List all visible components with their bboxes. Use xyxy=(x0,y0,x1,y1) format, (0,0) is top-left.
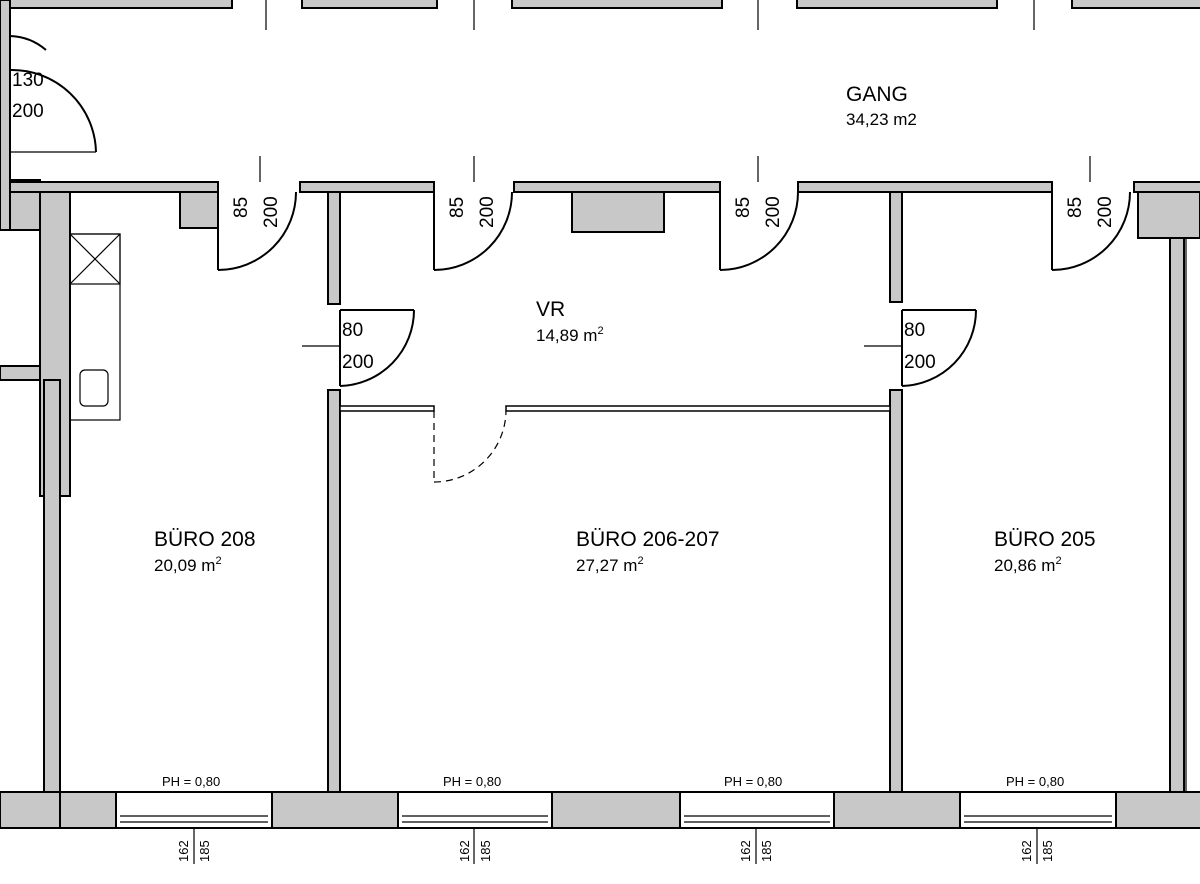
svg-text:200: 200 xyxy=(261,196,282,228)
svg-text:185: 185 xyxy=(1040,840,1055,862)
svg-text:185: 185 xyxy=(478,840,493,862)
svg-text:85: 85 xyxy=(1065,197,1086,218)
window-b205: PH = 0,80 162 185 xyxy=(959,774,1117,864)
parapet-label: PH = 0,80 xyxy=(162,774,220,789)
partition-walls xyxy=(327,191,1187,793)
corridor-door-b208: 85 200 xyxy=(217,191,297,271)
parapet-label: PH = 0,80 xyxy=(1006,774,1064,789)
svg-text:200: 200 xyxy=(477,196,498,228)
svg-text:185: 185 xyxy=(197,840,212,862)
svg-text:162: 162 xyxy=(738,840,753,862)
room-area-gang: 34,23 m2 xyxy=(846,110,917,129)
svg-text:85: 85 xyxy=(447,197,468,218)
entry-door-height: 200 xyxy=(12,101,44,122)
svg-text:162: 162 xyxy=(457,840,472,862)
kitchenette xyxy=(69,233,121,421)
room-area-b208: 20,09 m2 xyxy=(154,555,222,575)
svg-text:200: 200 xyxy=(1095,196,1116,228)
svg-text:162: 162 xyxy=(176,840,191,862)
corridor-door-vr-1: 85 200 xyxy=(433,191,513,271)
corridor-south-wall xyxy=(9,156,1200,239)
room-area-b205: 20,86 m2 xyxy=(994,555,1062,575)
window-b206-left: PH = 0,80 162 185 xyxy=(397,774,553,864)
parapet-label: PH = 0,80 xyxy=(443,774,501,789)
entry-door: 130 200 xyxy=(9,35,97,153)
room-area-b206: 27,27 m2 xyxy=(576,555,644,575)
svg-text:80: 80 xyxy=(904,320,925,341)
room-name-gang: GANG xyxy=(846,83,908,106)
corridor-door-b205: 85 200 xyxy=(1051,191,1131,271)
room-name-b205: BÜRO 205 xyxy=(994,528,1096,551)
window-b208: PH = 0,80 162 185 xyxy=(115,774,273,864)
svg-text:200: 200 xyxy=(342,352,374,373)
inner-door-vr-b208: 80 200 xyxy=(302,309,415,387)
svg-text:80: 80 xyxy=(342,320,363,341)
entry-door-width: 130 xyxy=(12,70,44,91)
corridor-door-vr-2: 85 200 xyxy=(719,191,799,271)
room-name-vr: VR xyxy=(536,298,565,321)
svg-text:85: 85 xyxy=(733,197,754,218)
inner-door-vr-b205: 80 200 xyxy=(864,309,977,387)
svg-text:200: 200 xyxy=(904,352,936,373)
corridor-north-wall xyxy=(0,0,1200,30)
room-name-b206: BÜRO 206-207 xyxy=(576,528,720,551)
room-name-b208: BÜRO 208 xyxy=(154,528,256,551)
south-wall xyxy=(59,791,1200,829)
svg-text:85: 85 xyxy=(231,197,252,218)
west-walls xyxy=(0,0,71,829)
svg-text:185: 185 xyxy=(759,840,774,862)
svg-text:162: 162 xyxy=(1019,840,1034,862)
room-area-vr: 14,89 m2 xyxy=(536,325,604,345)
svg-text:200: 200 xyxy=(763,196,784,228)
window-b206-right: PH = 0,80 162 185 xyxy=(679,774,835,864)
parapet-label: PH = 0,80 xyxy=(724,774,782,789)
